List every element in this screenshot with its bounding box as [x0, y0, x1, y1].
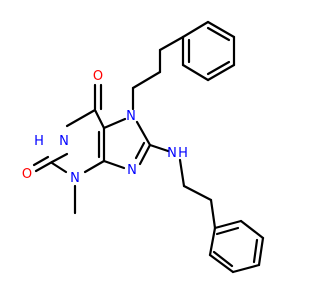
bond-n9-c4 [102, 159, 126, 170]
bond-chain-1 [131, 70, 162, 90]
atom-n7: N [126, 109, 136, 124]
bond-ph2-2 [239, 219, 265, 240]
atom-h1: H [34, 134, 44, 149]
bond-ph1-3 [206, 63, 236, 82]
bond-n7-c8 [135, 120, 152, 147]
bond-c5-c6 [93, 108, 106, 130]
bond-c6-n1 [65, 108, 97, 128]
bond-ph1-6 [181, 20, 210, 39]
atom-n3: N [70, 171, 80, 186]
bond-c2-o-double [32, 155, 50, 167]
bond-n1-c2 [50, 152, 69, 164]
atom-o-left: O [22, 167, 32, 182]
bond-ethyl [182, 184, 213, 202]
bond-layer [32, 20, 265, 274]
bond-chain-3 [158, 35, 185, 52]
bond-ph2-1-double [215, 226, 240, 236]
bond-ph1-5 [206, 20, 236, 39]
bond-ph2-3-double [252, 238, 259, 264]
bond-c2-n3 [50, 161, 68, 174]
bond-c8-nh [148, 143, 170, 153]
atom-h-amine: H [178, 146, 188, 161]
chemical-structure-diagram: O N H O N N N N H [22, 20, 265, 274]
bond-ph1-2 [181, 63, 210, 82]
bond-c2-o [34, 160, 54, 173]
bond-ph2-5-double [212, 250, 234, 268]
bond-ph1-3-double [206, 60, 231, 76]
bond-c8-n9 [138, 143, 152, 166]
bond-ethyl-ph [209, 198, 217, 230]
bond-c5-n7 [102, 117, 127, 130]
bond-ph2-4 [231, 263, 261, 274]
bond-n3-c4 [83, 159, 106, 174]
bond-nh-ch2 [178, 158, 186, 188]
atom-n1: N [59, 134, 69, 149]
bond-ph2-1 [213, 219, 243, 230]
bond-c8-n9-double [134, 141, 146, 160]
atom-n-amine: N [167, 146, 177, 161]
bond-ph2-3 [257, 236, 265, 267]
atom-o-top: O [93, 69, 103, 84]
bond-ph1-5-double [206, 26, 231, 42]
atom-n9: N [127, 163, 137, 178]
atom-label-layer: O N H O N N N N H [22, 69, 188, 186]
bond-ph2-6 [208, 226, 217, 257]
bond-ph2-5 [208, 253, 235, 274]
